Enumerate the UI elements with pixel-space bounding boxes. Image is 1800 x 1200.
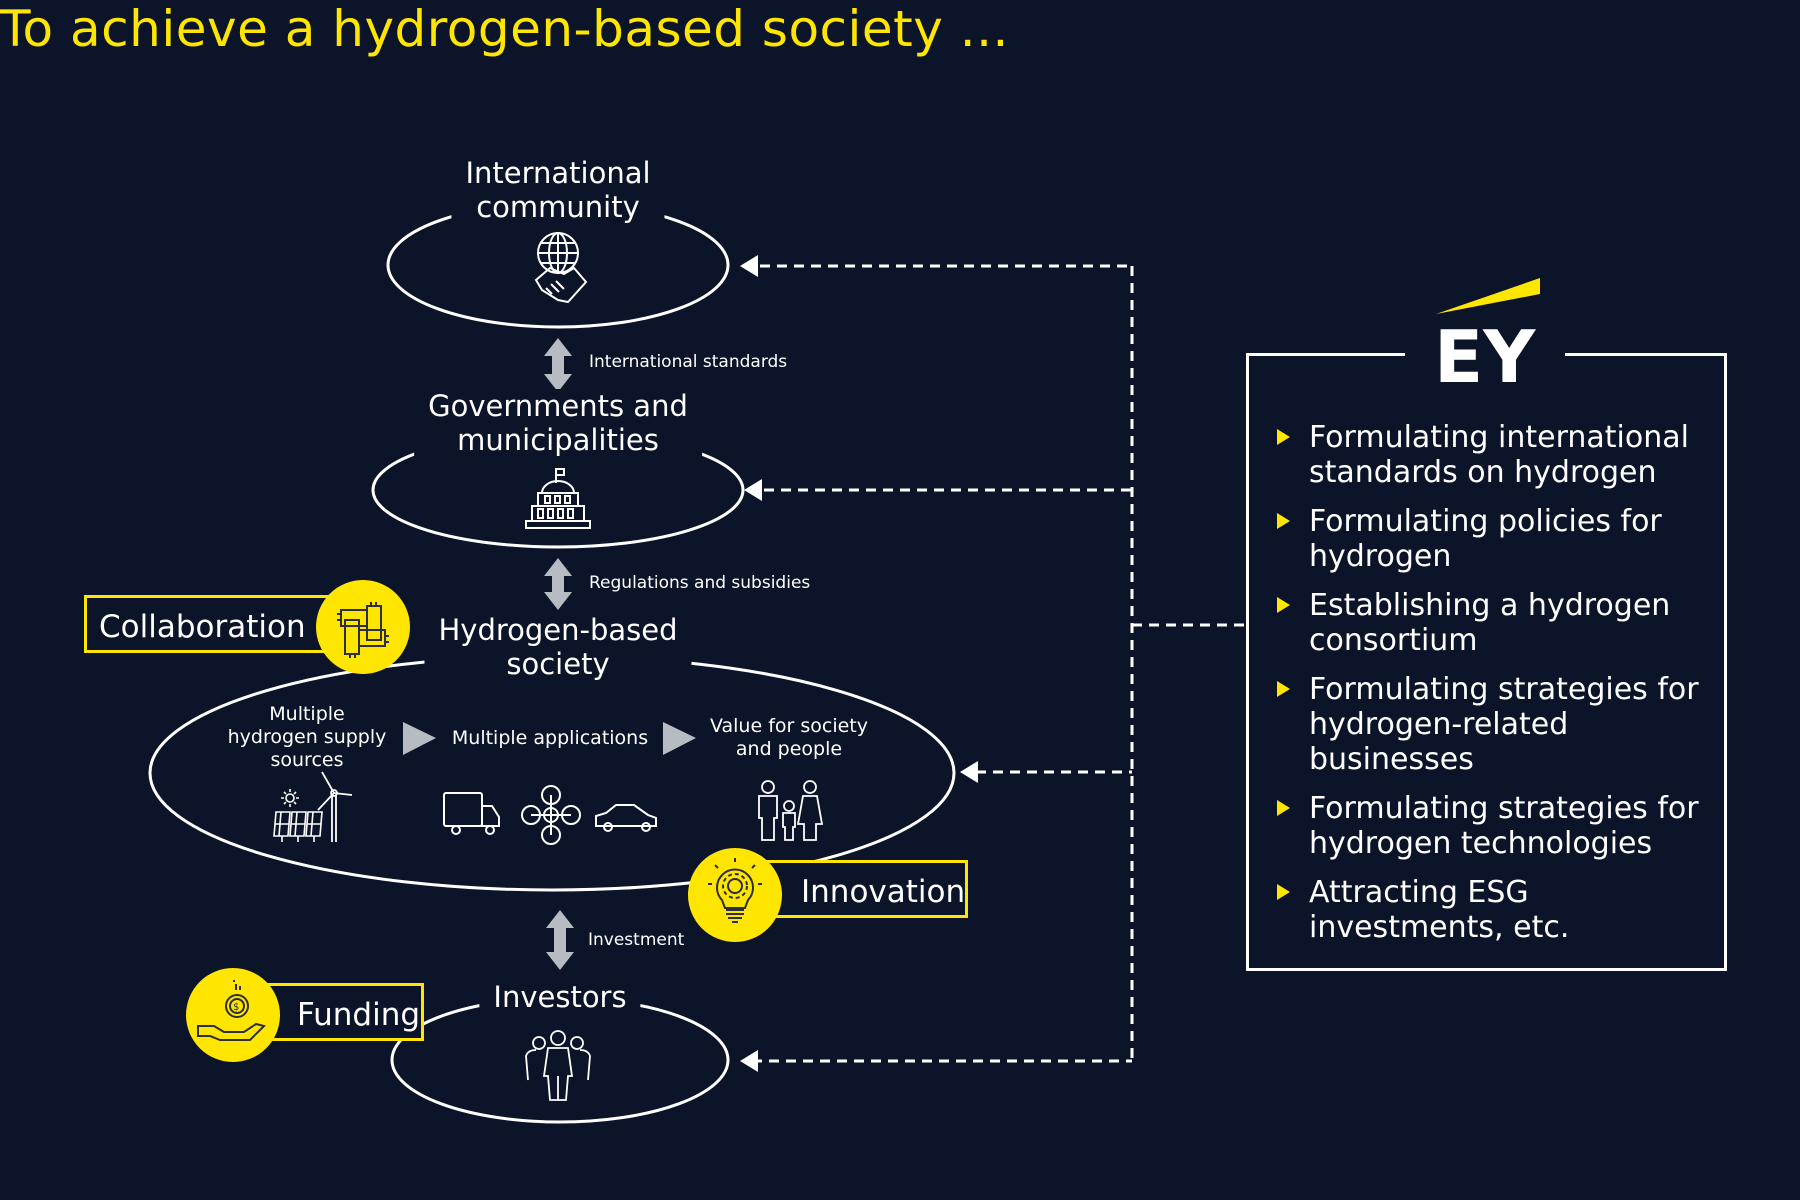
tag-label: Funding bbox=[297, 997, 421, 1033]
relation-label-international-standards: International standards bbox=[589, 352, 788, 372]
double-arrow-icon bbox=[544, 558, 572, 610]
double-arrow-icon bbox=[546, 910, 574, 970]
node-label: Hydrogen-based society bbox=[438, 613, 678, 681]
lightbulb-gear-icon bbox=[688, 848, 782, 942]
joined-hands-icon bbox=[316, 580, 410, 674]
globe-handshake-icon bbox=[534, 232, 588, 304]
flow-stage-value: Value for society and people bbox=[709, 715, 869, 760]
bullet-triangle-icon bbox=[1277, 681, 1290, 697]
flow-stage-applications: Multiple applications bbox=[451, 727, 649, 749]
flow-arrow-icon bbox=[403, 722, 436, 755]
ey-services-list: Formulating international standards on h… bbox=[1275, 420, 1715, 959]
ey-service-text: Formulating policies for hydrogen bbox=[1309, 504, 1662, 574]
tag-funding: Funding bbox=[264, 983, 424, 1041]
arrow-head-icon bbox=[740, 255, 758, 277]
ey-logo-icon: EY bbox=[1434, 278, 1540, 388]
relation-label-investment: Investment bbox=[588, 930, 685, 950]
ey-service-item: Formulating strategies for hydrogen tech… bbox=[1275, 791, 1715, 861]
bullet-triangle-icon bbox=[1277, 429, 1290, 445]
arrow-head-icon bbox=[740, 1050, 758, 1072]
ey-service-text: Establishing a hydrogen consortium bbox=[1309, 588, 1671, 658]
ey-service-item: Formulating strategies for hydrogen-rela… bbox=[1275, 672, 1715, 777]
node-ellipse-investors bbox=[390, 996, 730, 1124]
drone-icon bbox=[521, 785, 581, 845]
node-label: International community bbox=[465, 156, 651, 224]
arrow-head-icon bbox=[960, 761, 978, 783]
flow-arrow-icon bbox=[663, 722, 696, 755]
bullet-triangle-icon bbox=[1277, 800, 1290, 816]
relation-label-regulations: Regulations and subsidies bbox=[589, 573, 811, 593]
node-title-society: Hydrogen-based society bbox=[424, 613, 692, 681]
svg-text:$: $ bbox=[233, 1002, 239, 1013]
truck-icon bbox=[443, 792, 500, 835]
car-icon bbox=[595, 804, 657, 832]
ey-logo-gap bbox=[1405, 340, 1565, 360]
bullet-triangle-icon bbox=[1277, 597, 1290, 613]
tag-label: Innovation bbox=[801, 874, 966, 910]
government-building-icon bbox=[525, 468, 591, 529]
ey-logo-text: EY bbox=[1434, 315, 1536, 388]
investors-group-icon bbox=[525, 1030, 591, 1101]
node-title-investors: Investors bbox=[479, 980, 641, 1014]
wind-turbine-icon bbox=[317, 771, 353, 842]
node-ellipse-society bbox=[148, 654, 956, 892]
bullet-triangle-icon bbox=[1277, 513, 1290, 529]
tag-label: Collaboration bbox=[99, 609, 306, 645]
ey-service-text: Attracting ESG investments, etc. bbox=[1309, 875, 1570, 945]
ey-service-item: Formulating policies for hydrogen bbox=[1275, 504, 1715, 574]
ey-service-text: Formulating international standards on h… bbox=[1309, 420, 1689, 490]
ey-service-item: Attracting ESG investments, etc. bbox=[1275, 875, 1715, 945]
dashed-connector bbox=[752, 264, 1246, 1063]
solar-panel-icon bbox=[273, 789, 323, 842]
page-title: To achieve a hydrogen-based society ... bbox=[0, 0, 1009, 58]
node-title-international: International community bbox=[451, 156, 665, 224]
double-arrow-icon bbox=[544, 338, 572, 392]
ey-service-text: Formulating strategies for hydrogen-rela… bbox=[1309, 672, 1699, 777]
node-label: Governments and municipalities bbox=[428, 389, 688, 457]
ey-service-text: Formulating strategies for hydrogen tech… bbox=[1309, 791, 1699, 861]
node-label: Investors bbox=[493, 980, 627, 1014]
family-icon bbox=[758, 780, 824, 841]
ey-service-item: Establishing a hydrogen consortium bbox=[1275, 588, 1715, 658]
hand-coin-icon: $ bbox=[186, 968, 280, 1062]
arrow-head-icon bbox=[744, 479, 762, 501]
flow-stage-supply: Multiple hydrogen supply sources bbox=[227, 703, 387, 771]
node-title-governments: Governments and municipalities bbox=[414, 389, 702, 457]
ey-service-item: Formulating international standards on h… bbox=[1275, 420, 1715, 490]
bullet-triangle-icon bbox=[1277, 884, 1290, 900]
